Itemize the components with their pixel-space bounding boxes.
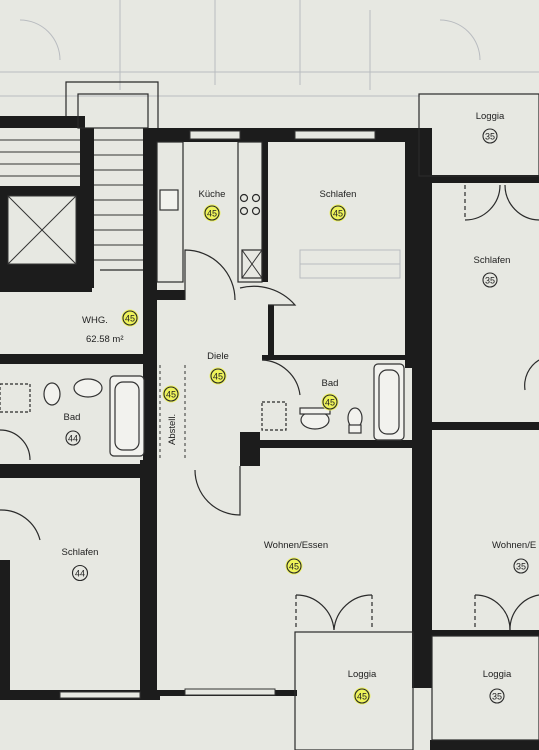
kitchen-fixtures	[156, 141, 263, 283]
abstell-closet	[159, 365, 186, 460]
room-number: 45	[333, 209, 343, 219]
room-number: 35	[485, 276, 495, 286]
room-number: 45	[207, 209, 217, 219]
room-label: Abstell.	[167, 414, 178, 445]
windows	[59, 130, 376, 699]
room-label: Wohnen/E	[492, 540, 536, 551]
room-labels: Küche 45 Schlafen 45 Diele 45 Abstell. 4…	[62, 111, 536, 705]
room-label: Schlafen	[320, 189, 357, 200]
room-number: 45	[357, 692, 367, 702]
room-label: Schlafen	[62, 547, 99, 558]
staircase	[0, 81, 159, 276]
room-label: Loggia	[483, 669, 512, 680]
room-number: 35	[485, 132, 495, 142]
room-label: Loggia	[476, 111, 505, 122]
room-label: Diele	[207, 351, 229, 362]
room-number: 45	[166, 390, 176, 400]
room-label: Schlafen	[474, 255, 511, 266]
room-number: 44	[75, 569, 85, 579]
room-label: Wohnen/Essen	[264, 540, 328, 551]
room-label: Bad	[322, 378, 339, 389]
room-number: 45	[213, 372, 223, 382]
room-number: 45	[325, 398, 335, 408]
apartment-label: WHG.	[82, 315, 108, 326]
loggia-outlines	[294, 93, 539, 750]
room-label: Loggia	[348, 669, 377, 680]
doors	[0, 184, 539, 631]
room-number: 35	[492, 692, 502, 702]
background-sketch	[0, 0, 539, 279]
apartment-area: 62.58 m²	[86, 334, 124, 345]
room-number: 35	[516, 562, 526, 572]
room-number: 44	[68, 434, 78, 444]
room-label: Bad	[64, 412, 81, 423]
room-number: 45	[289, 562, 299, 572]
apartment-number: 45	[125, 314, 135, 324]
bathroom-fixtures	[0, 363, 405, 457]
room-label: Küche	[199, 189, 226, 200]
